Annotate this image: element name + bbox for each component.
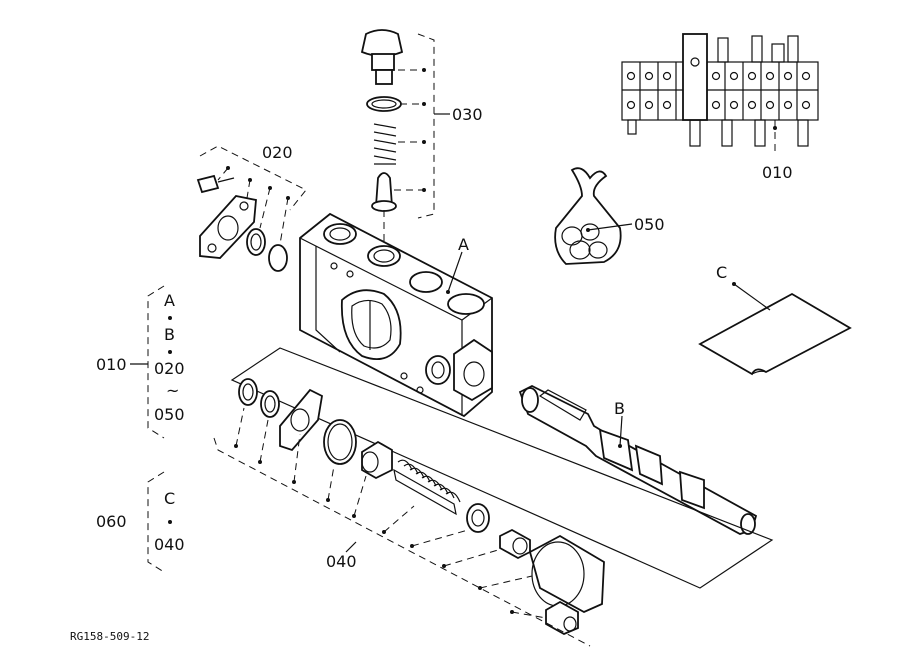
bracket-040: [213, 437, 591, 647]
legend-010-tilde: ~: [166, 381, 179, 400]
label-010-top: 010: [762, 163, 793, 182]
label-030: 030: [452, 105, 483, 124]
label-010-left: 010: [96, 355, 127, 374]
legend-010-020: 020: [154, 359, 185, 378]
legend-010-b: B: [164, 325, 175, 344]
leader-c: [733, 283, 771, 311]
legend-060-c: C: [164, 489, 175, 508]
part-c-instruction-sheet: [698, 292, 852, 376]
part-030-relief-valve: [360, 29, 404, 256]
label-060: 060: [96, 512, 127, 531]
valve-body-a: [299, 212, 493, 418]
callout-c: C: [716, 263, 727, 282]
legend-010-a: A: [164, 291, 175, 310]
drawing-reference: RG158-509-12: [70, 630, 149, 643]
label-040: 040: [326, 552, 357, 571]
callout-a: A: [458, 235, 469, 254]
label-020: 020: [262, 143, 293, 162]
callout-b: B: [614, 399, 625, 418]
bracket-060-legend: [147, 471, 165, 573]
valve-assembly-thumbnail: [621, 33, 819, 156]
part-050-seal-kit-bag: [554, 167, 622, 265]
label-050: 050: [634, 215, 665, 234]
part-040-spring-cap-group: [238, 378, 605, 636]
outline-040-plane: [230, 347, 774, 589]
legend-010-050: 050: [154, 405, 185, 424]
leader-b: [619, 415, 623, 447]
leader-a: [447, 251, 463, 293]
legend-060-040: 040: [154, 535, 185, 554]
spool-b: [518, 384, 758, 535]
bracket-010-legend: [147, 285, 165, 439]
part-020-cover-group: [196, 174, 288, 272]
